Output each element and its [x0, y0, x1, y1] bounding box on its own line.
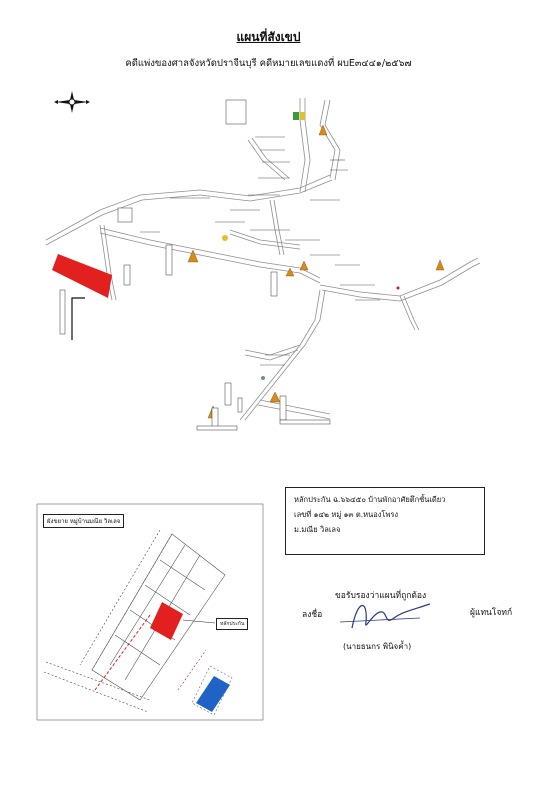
- landmark-label-boxes: [117, 99, 331, 431]
- compass-rose-icon: [54, 91, 90, 113]
- building-plan: [177, 649, 233, 716]
- collateral-info-box: หลักประกัน ฉ.๖๖๔๕๐ บ้านพักอาศัยตึกชั้นเด…: [285, 487, 485, 555]
- property-lot-overview: [52, 254, 112, 298]
- temple-icon: [187, 124, 445, 419]
- collateral-mark-label: หลักประกัน: [216, 618, 249, 630]
- landmark-dots: [222, 112, 400, 380]
- signer-role: ผู้แทนโจทก์: [470, 608, 513, 618]
- sign-label: ลงชื่อ: [302, 610, 323, 620]
- annotation-marks: [140, 136, 380, 366]
- certification-statement: ขอรับรองว่าแผนที่ถูกต้อง: [335, 591, 427, 601]
- collateral-lot: [150, 602, 183, 640]
- detail-map-frame: [36, 503, 264, 721]
- route-line: [94, 614, 151, 691]
- road-network: [45, 98, 481, 421]
- signer-name: (นายธนกร พินิจค้ำ): [343, 642, 412, 651]
- map-title: แผนที่สังเขป: [236, 30, 301, 44]
- info-line-1: หลักประกัน ฉ.๖๖๔๕๐ บ้านพักอาศัยตึกชั้นเด…: [294, 495, 446, 504]
- info-line-3: ม.มณีย วิลเลจ: [294, 525, 341, 534]
- detail-blocks: [91, 533, 226, 701]
- detail-roads: [43, 529, 173, 713]
- case-number-line: คดีแพ่งของศาลจังหวัดปราจีนบุรี คดีหมายเล…: [125, 58, 412, 69]
- lot-pointer: [59, 289, 85, 340]
- info-line-2: เลขที่ ๑๔๒ หมู่ ๑๓ ต.หนองโพรง: [294, 510, 399, 519]
- overview-map: [45, 91, 481, 431]
- detail-location-label: ผังขยาย หมู่บ้านมณีย วิลเลจ: [43, 514, 125, 528]
